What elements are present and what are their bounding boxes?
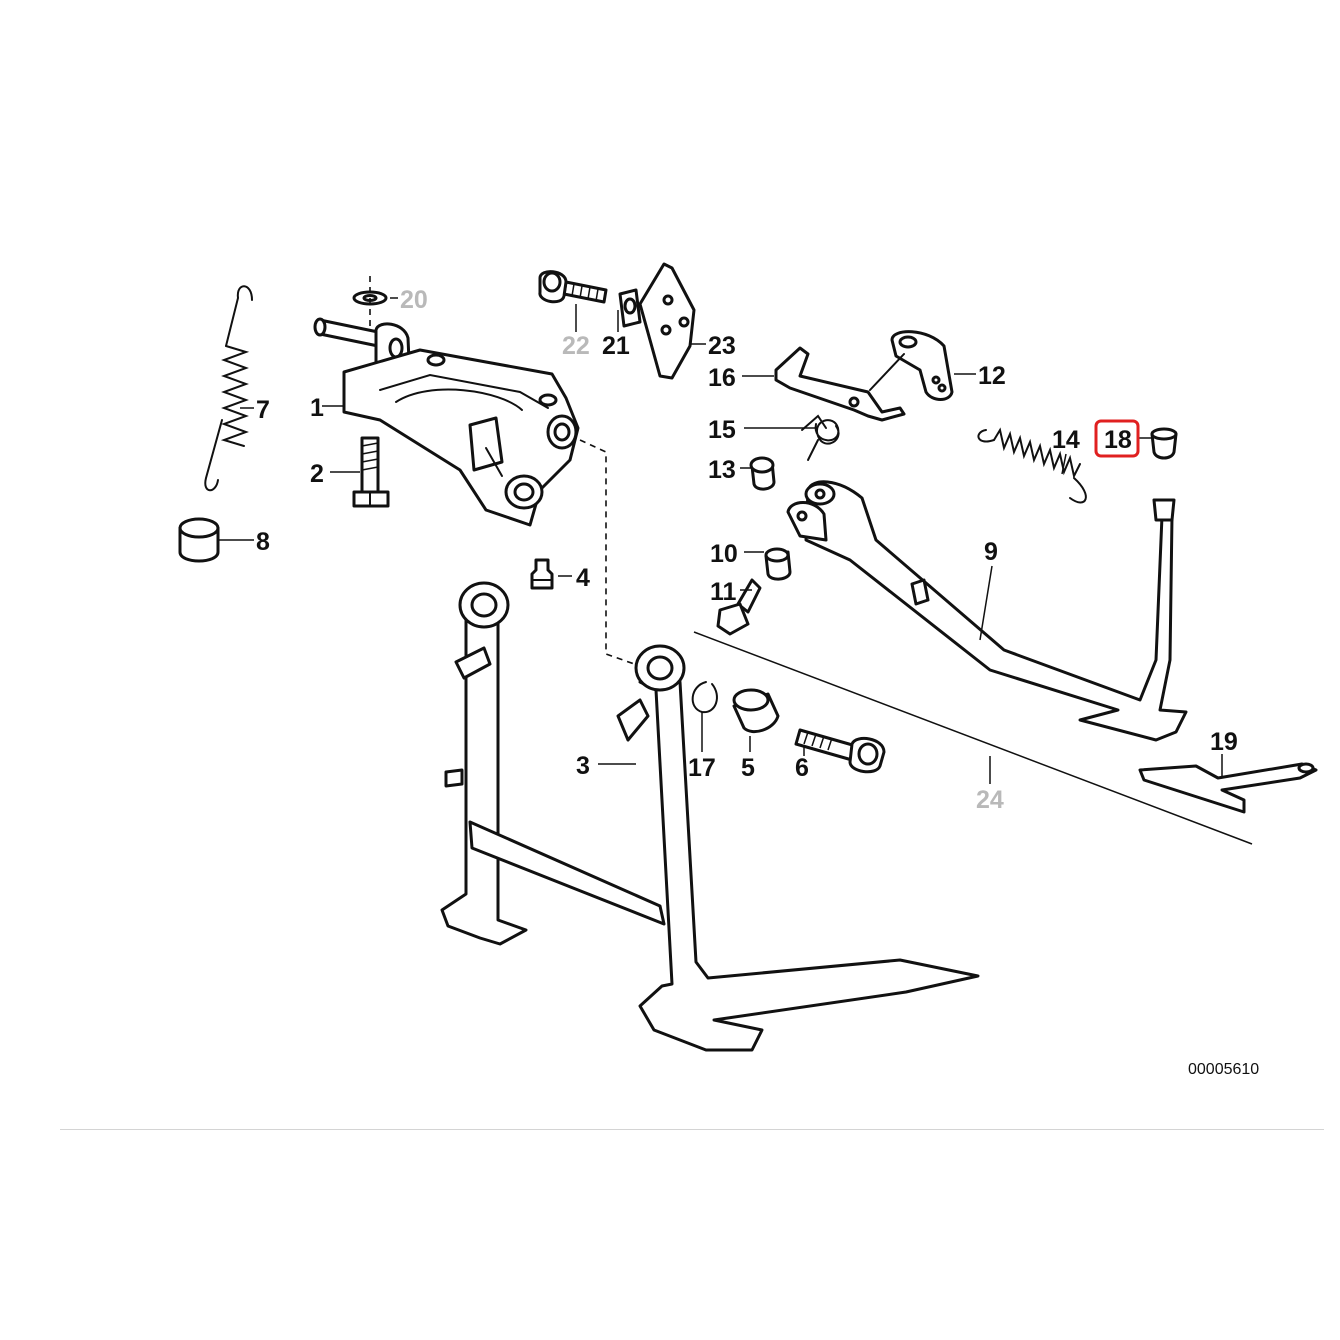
callout-2[interactable]: 2 xyxy=(310,460,324,488)
part-21-clip[interactable] xyxy=(618,288,642,328)
callout-13[interactable]: 13 xyxy=(708,456,736,484)
callout-9[interactable]: 9 xyxy=(984,538,998,566)
callouts: 1 2 3 4 5 6 7 8 9 10 11 12 13 14 15 16 1… xyxy=(256,286,1238,814)
divider-line xyxy=(60,1129,1324,1130)
callout-1[interactable]: 1 xyxy=(310,394,324,422)
part-22-bolt[interactable] xyxy=(538,270,608,304)
part-2-bolt[interactable] xyxy=(352,436,390,508)
callout-12[interactable]: 12 xyxy=(978,362,1006,390)
callout-15[interactable]: 15 xyxy=(708,416,736,444)
part-1-bracket[interactable] xyxy=(313,317,580,527)
part-18-rubber-cap[interactable] xyxy=(1150,427,1178,460)
callout-16[interactable]: 16 xyxy=(708,364,736,392)
callout-5[interactable]: 5 xyxy=(741,754,755,782)
callout-18[interactable]: 18 xyxy=(1104,426,1132,454)
part-12-plate[interactable] xyxy=(869,330,954,401)
callout-11[interactable]: 11 xyxy=(710,578,737,606)
callout-6[interactable]: 6 xyxy=(795,754,809,782)
callout-14[interactable]: 14 xyxy=(1052,426,1080,454)
part-3-centre-stand[interactable] xyxy=(440,581,980,1052)
leader-lines xyxy=(218,297,1223,784)
callout-20[interactable]: 20 xyxy=(400,286,428,314)
part-6-bolt[interactable] xyxy=(794,728,886,774)
part-11-bolt[interactable] xyxy=(716,578,762,636)
part-20-washer[interactable] xyxy=(352,276,388,330)
part-4-grease-nipple[interactable] xyxy=(530,558,554,590)
callout-24[interactable]: 24 xyxy=(976,786,1004,814)
part-16-bracket[interactable] xyxy=(774,346,906,422)
callout-3[interactable]: 3 xyxy=(576,752,590,780)
callout-23[interactable]: 23 xyxy=(708,332,736,360)
part-5-bush[interactable] xyxy=(732,688,780,733)
part-10-bush[interactable] xyxy=(764,547,792,581)
selected-part-highlight xyxy=(1094,419,1140,458)
part-7-spring[interactable] xyxy=(204,285,253,492)
callout-22[interactable]: 22 xyxy=(562,332,590,360)
assembly-line-24 xyxy=(693,631,1253,845)
part-9-side-stand[interactable] xyxy=(786,480,1188,742)
callout-10[interactable]: 10 xyxy=(710,540,738,568)
callout-19[interactable]: 19 xyxy=(1210,728,1238,756)
part-23-plate[interactable] xyxy=(638,262,696,380)
part-17-circlip[interactable] xyxy=(691,681,718,714)
callout-8[interactable]: 8 xyxy=(256,528,270,556)
part-19-bracket[interactable] xyxy=(1138,762,1318,814)
callout-4[interactable]: 4 xyxy=(576,564,590,592)
assembly-line-1 xyxy=(579,439,641,667)
part-13-bush[interactable] xyxy=(749,456,776,491)
callout-21[interactable]: 21 xyxy=(602,332,630,360)
part-8-bush[interactable] xyxy=(178,517,220,563)
part-14-spring[interactable] xyxy=(977,427,1087,504)
callout-7[interactable]: 7 xyxy=(256,396,270,424)
diagram-reference-number: 00005610 xyxy=(1188,1061,1259,1078)
part-15-torsion-spring[interactable] xyxy=(801,414,840,461)
callout-17[interactable]: 17 xyxy=(688,754,716,782)
